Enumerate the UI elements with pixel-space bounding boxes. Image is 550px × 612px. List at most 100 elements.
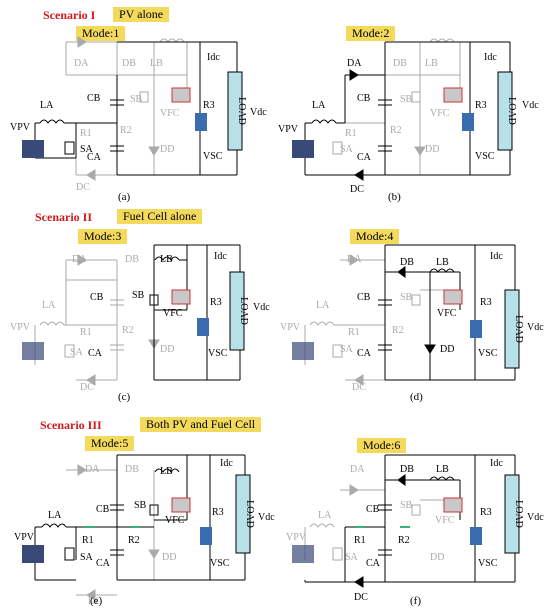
scenario-3-title: Scenario III xyxy=(40,418,102,432)
mode-3-label: Mode:3 xyxy=(78,229,128,244)
load-label-a: LOAD xyxy=(236,97,247,125)
ca-label-e: CA xyxy=(96,558,111,569)
cb-label-f: CB xyxy=(366,504,380,515)
vsc-label-b: VSC xyxy=(475,151,495,162)
vfc-label-b: VFC xyxy=(430,108,450,119)
vsc-label-c: VSC xyxy=(208,348,228,359)
sb-label-a: SB xyxy=(130,94,143,105)
la-label-a: LA xyxy=(40,100,54,111)
sb-label-c: SB xyxy=(132,290,145,301)
vpv-label-e: VPV xyxy=(14,532,35,543)
lb-label-c: LB xyxy=(160,254,173,265)
lb-label-f: LB xyxy=(436,464,449,475)
r3-label-e: R3 xyxy=(212,507,224,518)
dc-label-a: DC xyxy=(76,182,90,193)
vdc-label-e: Vdc xyxy=(258,512,275,523)
vpv-label-a: VPV xyxy=(10,122,31,133)
caption-e: (e) xyxy=(90,595,103,607)
vfc-label-c: VFC xyxy=(163,308,183,319)
r3-label-a: R3 xyxy=(203,100,215,111)
r2-label-b: R2 xyxy=(390,125,402,136)
dd-label-a: DD xyxy=(160,144,174,155)
sb-label-e: SB xyxy=(134,500,147,511)
scenario-3-highlight: Both PV and Fuel Cell xyxy=(140,417,262,432)
panel-c xyxy=(22,244,245,386)
dc-label-b: DC xyxy=(350,184,364,195)
idc-label-b: Idc xyxy=(484,52,497,63)
r2-label-f: R2 xyxy=(398,535,410,546)
db-label-a: DB xyxy=(122,58,136,69)
la-label-d: LA xyxy=(316,300,330,311)
vsc-label-f: VSC xyxy=(478,558,498,569)
dc-label-e: DC xyxy=(88,596,102,607)
load-label-d: LOAD xyxy=(513,315,524,343)
lb-label-d: LB xyxy=(436,257,449,268)
db-label-e: DB xyxy=(125,464,139,475)
vfc-label-d: VFC xyxy=(437,308,457,319)
sb-label-f: SB xyxy=(400,500,413,511)
r1-label-d: R1 xyxy=(348,327,360,338)
vfc-label-f: VFC xyxy=(435,515,455,526)
panel-b xyxy=(292,38,513,181)
r3-label-c: R3 xyxy=(210,297,222,308)
sb-label-b: SB xyxy=(400,94,413,105)
r2-label-a: R2 xyxy=(120,125,132,136)
vpv-label-f: VPV xyxy=(286,532,307,543)
sa-label-c: SA xyxy=(70,347,84,358)
vpv-label-b: VPV xyxy=(278,124,299,135)
cb-label-e: CB xyxy=(96,504,110,515)
caption-f: (f) xyxy=(410,595,421,607)
cb-label-b: CB xyxy=(357,93,371,104)
mode-5-label: Mode:5 xyxy=(85,436,135,451)
lb-label-e: LB xyxy=(160,466,173,477)
vpv-label-d: VPV xyxy=(280,322,301,333)
cb-label-a: CB xyxy=(87,93,101,104)
da-label-b: DA xyxy=(347,58,362,69)
caption-a: (a) xyxy=(118,191,131,203)
load-label-c: LOAD xyxy=(238,297,249,325)
r1-label-c: R1 xyxy=(80,327,92,338)
scenario-1-title: Scenario I xyxy=(43,8,96,22)
sa-label-b: SA xyxy=(340,144,354,155)
vdc-label-d: Vdc xyxy=(527,322,544,333)
la-label-e: LA xyxy=(48,510,62,521)
idc-label-a: Idc xyxy=(207,52,220,63)
idc-label-e: Idc xyxy=(220,458,233,469)
panel-f xyxy=(292,454,520,588)
mode-2-label: Mode:2 xyxy=(346,26,396,41)
sa-label-e: SA xyxy=(80,552,94,563)
vdc-label-a: Vdc xyxy=(250,107,267,118)
r1-label-e: R1 xyxy=(82,535,94,546)
da-label-c: DA xyxy=(72,254,87,265)
da-label-a: DA xyxy=(74,58,89,69)
vdc-label-b: Vdc xyxy=(522,100,539,111)
dd-label-b: DD xyxy=(425,144,439,155)
da-label-d: DA xyxy=(347,254,362,265)
db-label-d: DB xyxy=(400,257,414,268)
panel-e xyxy=(22,454,251,601)
mode-4-label: Mode:4 xyxy=(350,229,400,244)
vpv-label-c: VPV xyxy=(10,322,31,333)
panel-a xyxy=(22,36,243,181)
cb-label-c: CB xyxy=(90,292,104,303)
dd-label-d: DD xyxy=(440,344,454,355)
db-label-b: DB xyxy=(393,58,407,69)
idc-label-c: Idc xyxy=(214,251,227,262)
ca-label-f: CA xyxy=(366,558,381,569)
mode-1-label: Mode:1 xyxy=(76,26,126,41)
la-label-c: LA xyxy=(42,300,56,311)
ca-label-b: CA xyxy=(357,152,372,163)
la-label-b: LA xyxy=(312,100,326,111)
ca-label-a: CA xyxy=(87,152,102,163)
dc-label-d: DC xyxy=(352,382,366,393)
lb-label-a: LB xyxy=(150,58,163,69)
caption-c: (c) xyxy=(118,391,131,403)
caption-d: (d) xyxy=(410,391,423,403)
mode-6-label: Mode:6 xyxy=(357,438,407,453)
dc-label-c: DC xyxy=(80,382,94,393)
ca-label-c: CA xyxy=(88,348,103,359)
dd-label-e: DD xyxy=(162,552,176,563)
caption-b: (b) xyxy=(388,191,401,203)
sb-label-d: SB xyxy=(400,292,413,303)
